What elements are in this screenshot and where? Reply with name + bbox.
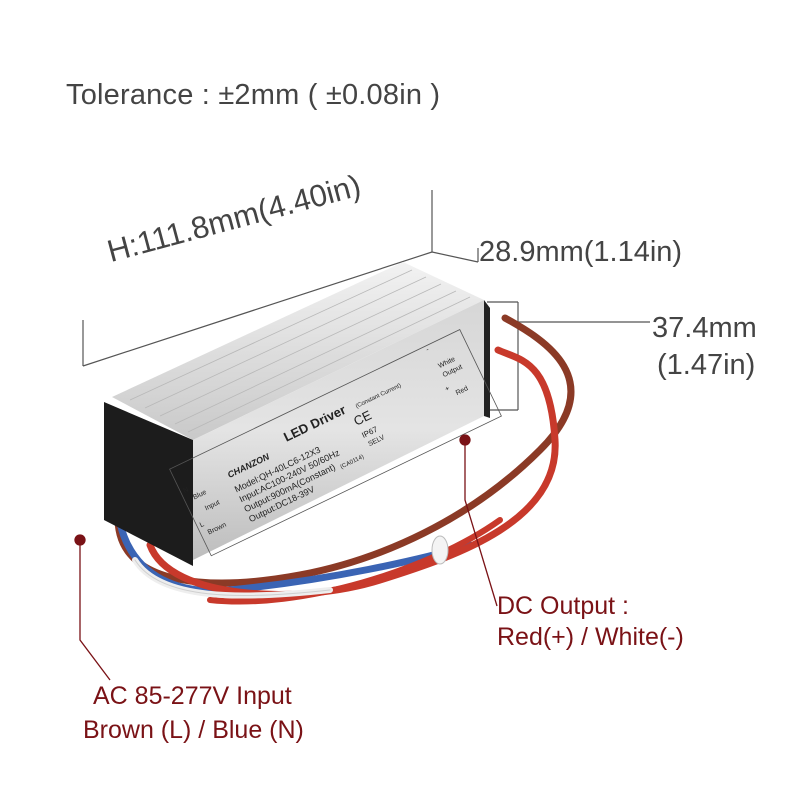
housing-label	[0, 0, 1, 1]
dc-output-leader	[464, 440, 498, 607]
height-dimension-in: (1.47in)	[657, 349, 756, 381]
dc-output-title: DC Output :	[497, 592, 629, 620]
tolerance-text: Tolerance : ±2mm ( ±0.08in )	[66, 79, 441, 111]
housing-front-face	[193, 300, 484, 560]
wire-red-2	[207, 517, 503, 605]
ac-input-wires: Brown (L) / Blue (N)	[83, 716, 304, 744]
depth-dimension: 28.9mm(1.14in)	[479, 236, 683, 268]
dc-output-wires: Red(+) / White(-)	[497, 623, 684, 651]
label-plus: +	[444, 385, 451, 393]
wire-white-outline	[134, 559, 331, 597]
led-driver-housing	[0, 0, 490, 566]
callouts	[74, 434, 498, 681]
label-l: L	[199, 521, 206, 529]
housing-end-cap-left	[104, 402, 193, 566]
label-ce: CE	[351, 407, 374, 428]
cable-tie	[431, 535, 449, 565]
wire-red	[146, 346, 559, 598]
ac-input-title: AC 85-277V Input	[93, 682, 292, 710]
depth-dimension-line	[431, 251, 479, 263]
label-minus: -	[425, 346, 431, 354]
label-red: Red	[455, 385, 470, 397]
length-dimension-line	[82, 251, 433, 367]
height-dimension-mm: 37.4mm	[652, 312, 757, 344]
dimension-lines	[82, 190, 650, 411]
ac-input-leader	[79, 540, 111, 681]
label-n: N	[182, 486, 190, 495]
